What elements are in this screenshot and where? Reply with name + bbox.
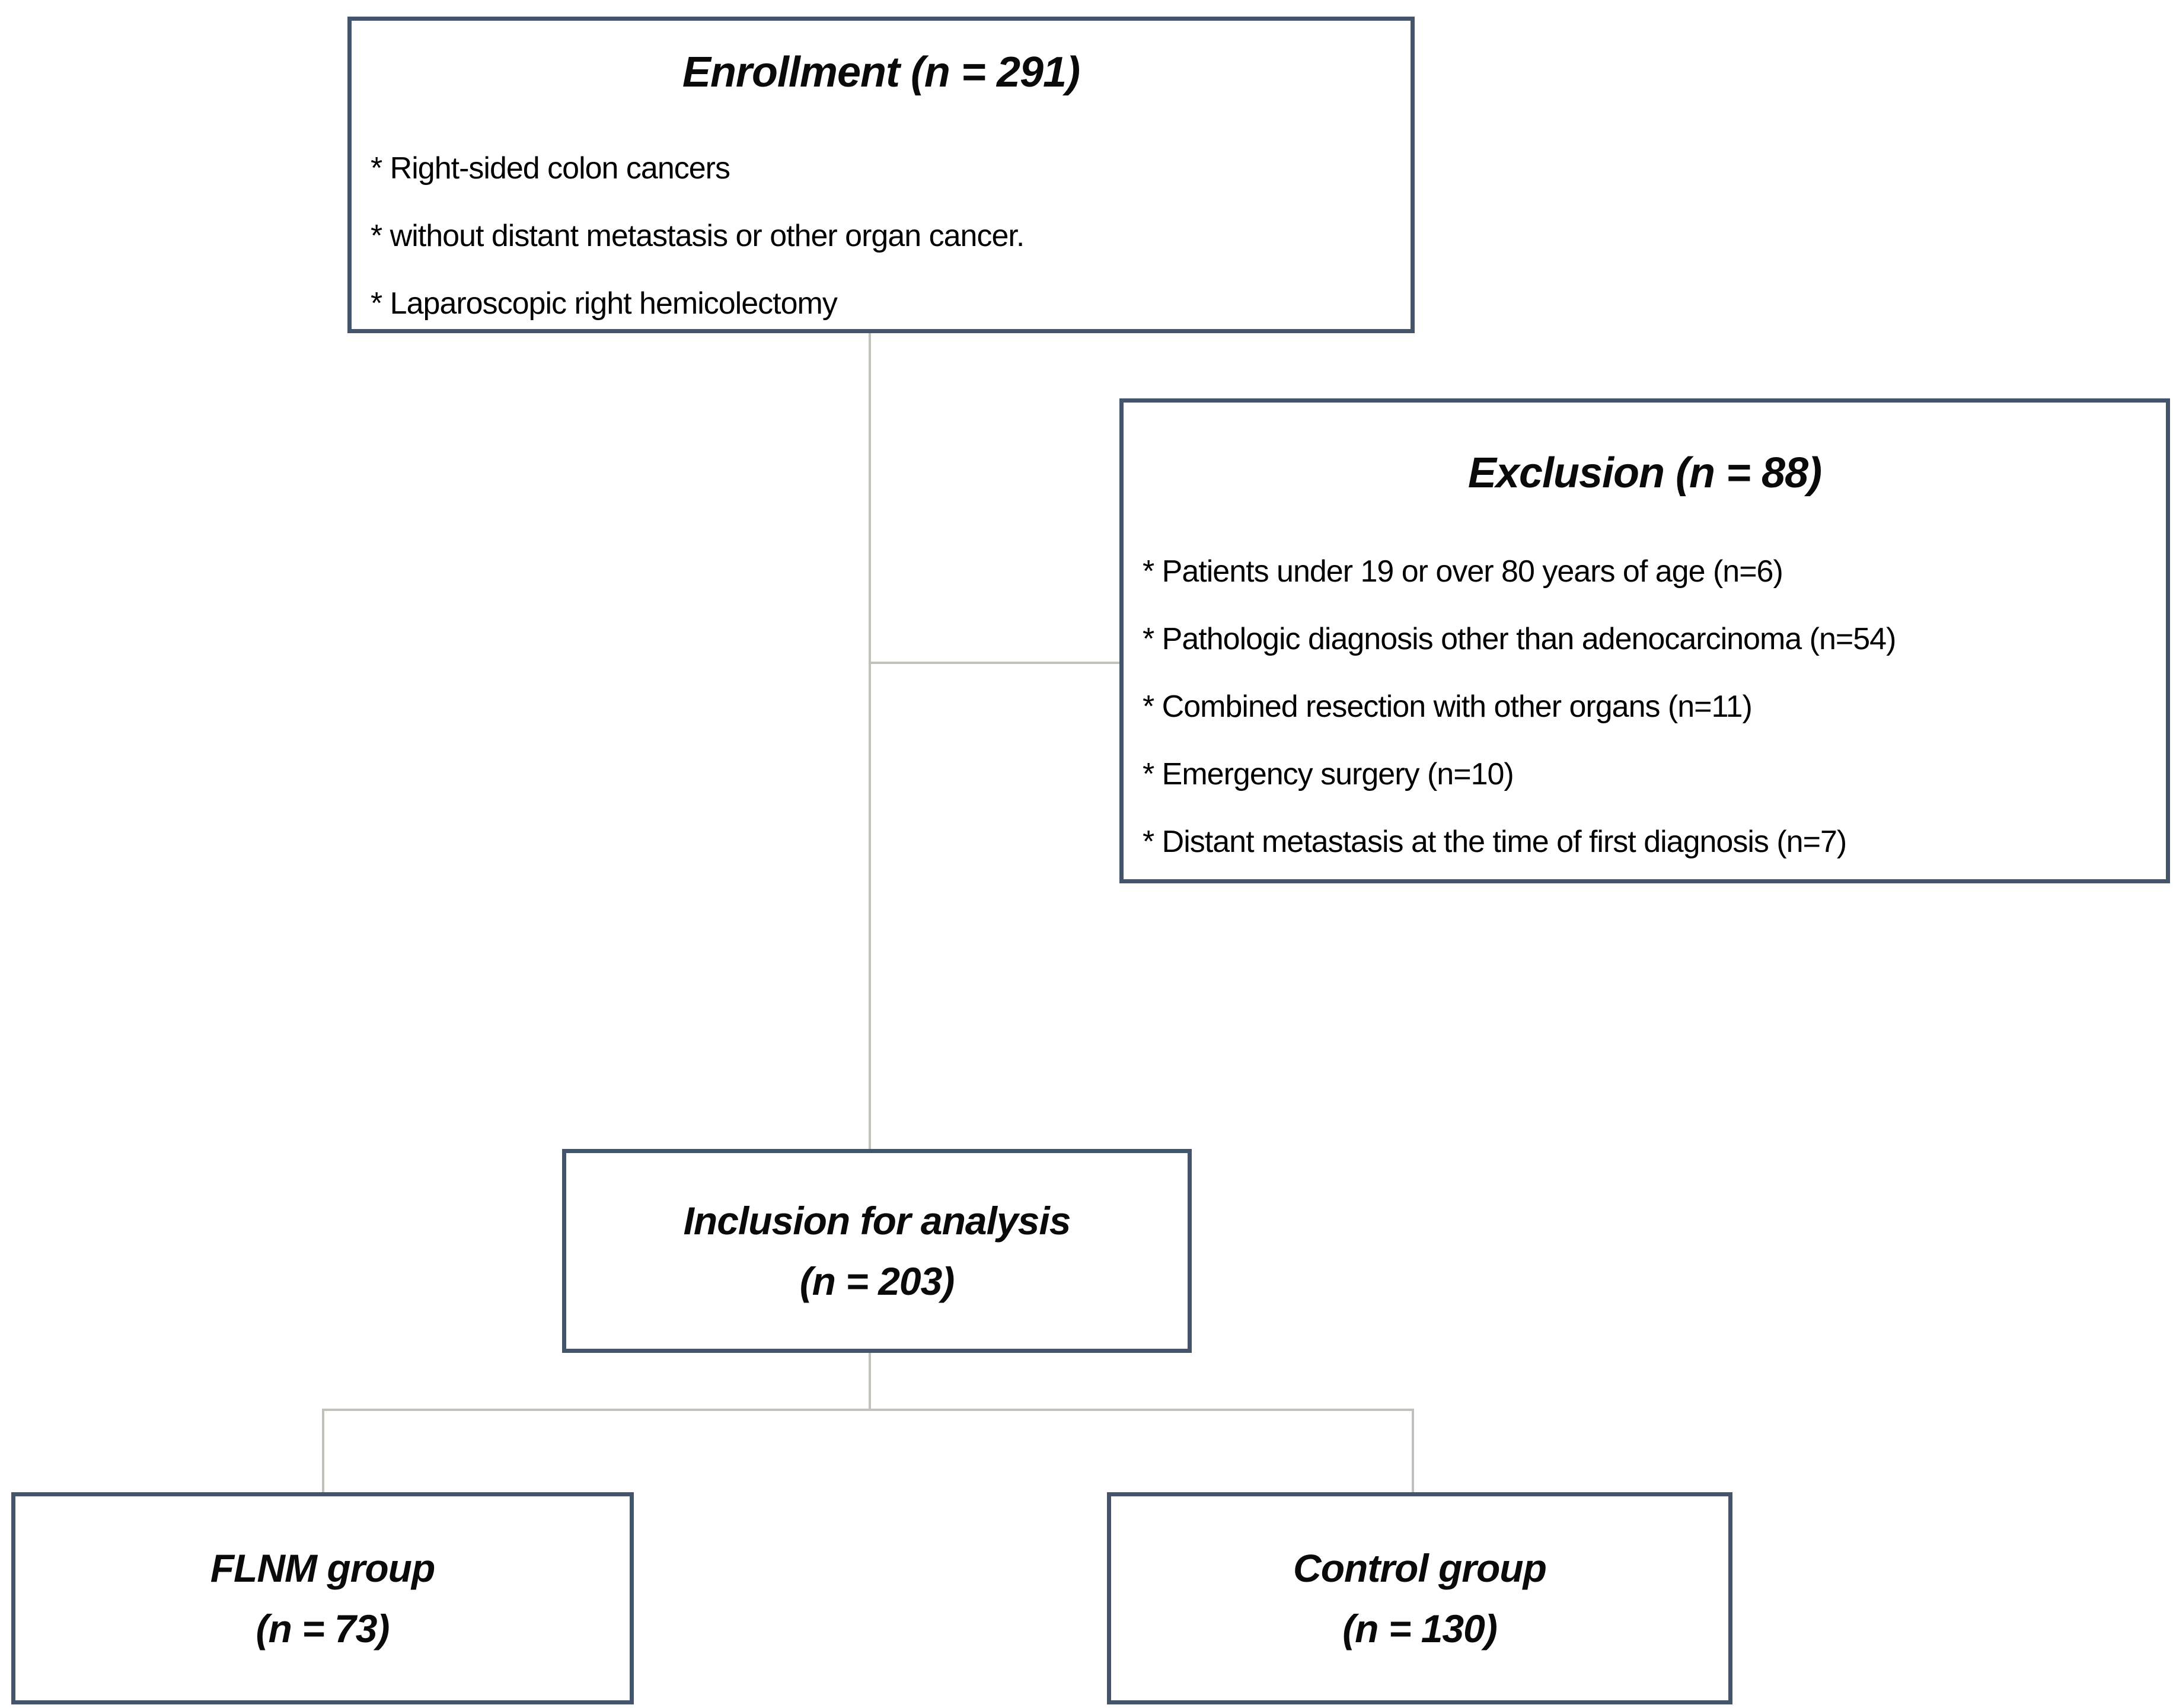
enrollment-box: Enrollment (n = 291) * Right-sided colon… (347, 17, 1415, 333)
connector-branch-horizontal-line (322, 1409, 1414, 1411)
exclusion-item: * Distant metastasis at the time of firs… (1143, 825, 1847, 859)
exclusion-title: Exclusion (n = 88) (1467, 449, 1822, 497)
inclusion-box: Inclusion for analysis (n = 203) (562, 1149, 1192, 1353)
exclusion-item: * Patients under 19 or over 80 years of … (1143, 554, 1783, 589)
enrollment-item: * Laparoscopic right hemicolectomy (371, 286, 838, 321)
enrollment-item: * Right-sided colon cancers (371, 151, 730, 186)
control-group-title: Control group (1293, 1546, 1547, 1590)
flnm-group-count: (n = 73) (256, 1607, 390, 1650)
connector-branch-to-control-line (1412, 1409, 1414, 1492)
connector-to-exclusion-line (869, 662, 1121, 664)
flnm-group-box: FLNM group (n = 73) (11, 1492, 634, 1704)
enrollment-title: Enrollment (n = 291) (682, 49, 1080, 96)
exclusion-item: * Emergency surgery (n=10) (1143, 757, 1514, 791)
flnm-group-title: FLNM group (210, 1546, 436, 1590)
exclusion-item: * Pathologic diagnosis other than adenoc… (1143, 622, 1896, 656)
connector-inclusion-to-branch-line (869, 1353, 871, 1410)
connector-enrollment-to-inclusion-line (869, 332, 871, 1150)
exclusion-box: Exclusion (n = 88) * Patients under 19 o… (1119, 398, 2170, 883)
exclusion-item: * Combined resection with other organs (… (1143, 689, 1753, 724)
control-group-count: (n = 130) (1342, 1607, 1498, 1650)
enrollment-criteria-list: * Right-sided colon cancers * without di… (352, 135, 1411, 337)
inclusion-count: (n = 203) (799, 1259, 955, 1303)
enrollment-item: * without distant metastasis or other or… (371, 219, 1025, 253)
inclusion-title: Inclusion for analysis (683, 1199, 1071, 1243)
connector-branch-to-flnm-line (322, 1409, 324, 1492)
exclusion-criteria-list: * Patients under 19 or over 80 years of … (1124, 538, 2166, 876)
control-group-box: Control group (n = 130) (1107, 1492, 1732, 1704)
